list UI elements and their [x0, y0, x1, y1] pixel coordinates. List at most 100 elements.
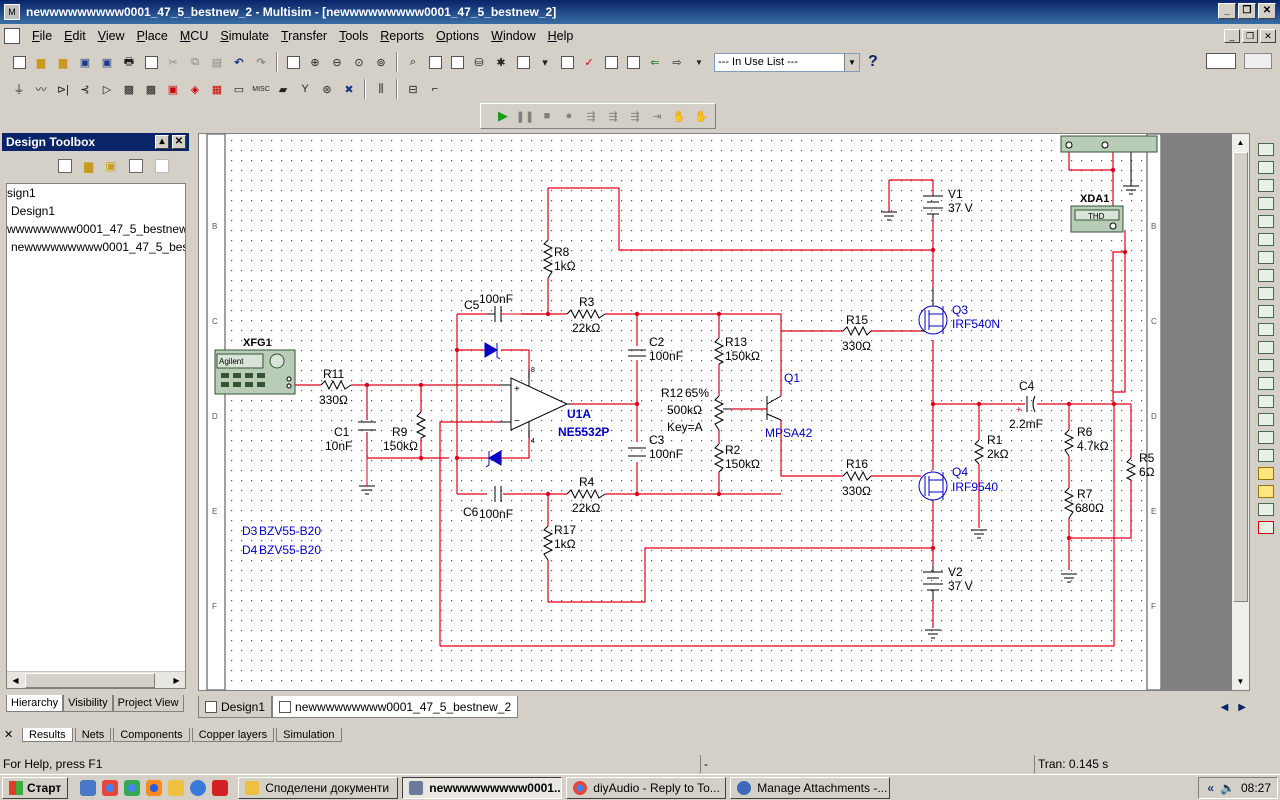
folder-icon[interactable]: [168, 779, 185, 796]
transfer-button[interactable]: ⇐: [645, 52, 665, 72]
close-file-icon[interactable]: [128, 159, 143, 173]
paste-button[interactable]: ▤: [207, 52, 227, 72]
place-rf-button[interactable]: Y: [295, 79, 315, 99]
scroll-right-icon[interactable]: ▶: [173, 676, 180, 685]
place-advanced-peripherals-button[interactable]: ▰: [273, 79, 293, 99]
agilent-multimeter-icon[interactable]: [1258, 413, 1274, 426]
find-button[interactable]: ⌕: [403, 52, 423, 72]
menu-view[interactable]: View: [97, 29, 125, 43]
tab-results[interactable]: Results: [22, 728, 73, 742]
tree-item[interactable]: newwwwwwwww0001_47_5_bestn: [11, 240, 186, 254]
agilent-generator-icon[interactable]: [1258, 395, 1274, 408]
distortion-analyzer-icon[interactable]: [1258, 341, 1274, 354]
mdi-close-button[interactable]: ✕: [1260, 29, 1276, 43]
delete-file-icon[interactable]: [154, 159, 169, 173]
in-use-list-dropdown[interactable]: --- In Use List --- ▼: [714, 52, 860, 72]
zoom-in-button[interactable]: ⊕: [305, 52, 325, 72]
word-generator-icon[interactable]: [1258, 269, 1274, 282]
chevron-down-icon[interactable]: ▼: [844, 53, 859, 71]
step-into-button[interactable]: ⇶: [581, 106, 601, 126]
toolbox-horizontal-scrollbar[interactable]: ◀ ▶: [7, 671, 185, 688]
logic-analyzer-icon[interactable]: [1258, 287, 1274, 300]
tab-current-design[interactable]: newwwwwwwww0001_47_5_bestnew_2: [272, 696, 519, 718]
chrome-icon[interactable]: [102, 779, 119, 796]
forward-annotate-button[interactable]: [623, 52, 643, 72]
place-indicator-button[interactable]: ▦: [207, 79, 227, 99]
place-ttl-button[interactable]: ▩: [119, 79, 139, 99]
toolbox-toggle-button[interactable]: [447, 52, 467, 72]
new-file-icon[interactable]: [58, 159, 72, 173]
mdi-restore-button[interactable]: ❐: [1242, 29, 1258, 43]
toolbox-float-button[interactable]: ▴: [155, 135, 169, 149]
print-button[interactable]: 🖶: [119, 52, 139, 72]
four-channel-oscilloscope-icon[interactable]: [1258, 215, 1274, 228]
distortion-analyzer-xda1[interactable]: THD: [1060, 135, 1158, 233]
open-button[interactable]: ▆: [31, 52, 51, 72]
tab-visibility[interactable]: Visibility: [63, 695, 113, 712]
zener-diodes[interactable]: [484, 342, 502, 468]
task-multisim[interactable]: newwwwwwwww0001...: [402, 776, 563, 799]
show-breadboard-button[interactable]: [1206, 53, 1236, 69]
menu-simulate[interactable]: Simulate: [220, 29, 269, 43]
toggle-breakpoint-button[interactable]: ✋: [669, 106, 689, 126]
document-icon[interactable]: [4, 28, 20, 44]
tab-scroll-left-icon[interactable]: ◀: [1220, 702, 1229, 713]
menu-tools[interactable]: Tools: [339, 29, 369, 43]
bode-plotter-icon[interactable]: [1258, 233, 1274, 246]
tab-simulation[interactable]: Simulation: [276, 728, 342, 742]
zoom-out-button[interactable]: ⊖: [327, 52, 347, 72]
new-file-button[interactable]: [9, 52, 29, 72]
copy-button[interactable]: ⧉: [185, 52, 205, 72]
restore-button[interactable]: ❐: [1238, 3, 1256, 19]
task-shared-documents[interactable]: Споделени документи: [238, 776, 399, 799]
multisim-app-icon[interactable]: M: [4, 4, 20, 20]
open-sample-button[interactable]: ▆: [53, 52, 73, 72]
scroll-up-icon[interactable]: ▲: [1236, 138, 1245, 147]
show-3d-button[interactable]: [1244, 53, 1272, 69]
tab-copper-layers[interactable]: Copper layers: [191, 728, 275, 742]
place-bus-button[interactable]: ⊟: [403, 79, 423, 99]
place-cmos-button[interactable]: ▩: [141, 79, 161, 99]
place-basic-button[interactable]: 〰: [31, 79, 51, 99]
breakpoint-button[interactable]: ●: [559, 106, 579, 126]
run-to-cursor-button[interactable]: ⇥: [647, 106, 667, 126]
full-screen-button[interactable]: [283, 52, 303, 72]
export-dropdown-button[interactable]: ▼: [689, 52, 709, 72]
cut-button[interactable]: ✂: [163, 52, 183, 72]
tab-project-view[interactable]: Project View: [112, 695, 184, 712]
firefox-icon[interactable]: [146, 779, 163, 796]
place-power-button[interactable]: ▭: [229, 79, 249, 99]
pdf-reader-icon[interactable]: [212, 779, 229, 796]
probe-icon[interactable]: [1258, 521, 1274, 534]
tree-item[interactable]: sign1: [7, 186, 36, 200]
place-analog-button[interactable]: ▷: [97, 79, 117, 99]
scroll-down-icon[interactable]: ▼: [1236, 677, 1245, 686]
close-button[interactable]: ✕: [1258, 3, 1276, 19]
tab-hierarchy[interactable]: Hierarchy: [6, 695, 64, 712]
zoom-area-button[interactable]: ⊙: [349, 52, 369, 72]
chrome-icon[interactable]: [124, 779, 141, 796]
place-hierarchical-block-button[interactable]: ⫼: [371, 79, 391, 99]
zoom-fit-button[interactable]: ⊚: [371, 52, 391, 72]
folder-open-icon[interactable]: ▆: [84, 159, 94, 173]
place-junction-button[interactable]: ⌐: [425, 79, 445, 99]
redo-button[interactable]: ↷: [251, 52, 271, 72]
ni-elvis-icon[interactable]: [1258, 485, 1274, 498]
menu-mcu[interactable]: MCU: [179, 29, 209, 43]
pause-simulation-button[interactable]: ❚❚: [515, 106, 535, 126]
spreadsheet-close-icon[interactable]: ✕: [4, 729, 14, 741]
function-generator-icon[interactable]: [1258, 161, 1274, 174]
canvas-vertical-scrollbar[interactable]: ▲ ▼: [1232, 134, 1249, 690]
task-diyaudio[interactable]: diyAudio - Reply to To...: [566, 776, 727, 799]
menu-help[interactable]: Help: [547, 29, 574, 43]
place-diode-button[interactable]: ⊳|: [53, 79, 73, 99]
save-all-button[interactable]: ▣: [97, 52, 117, 72]
menu-transfer[interactable]: Transfer: [281, 29, 328, 43]
place-source-button[interactable]: ⏚: [9, 79, 29, 99]
function-generator-xfg1[interactable]: Agilent: [214, 349, 296, 395]
minimize-button[interactable]: _: [1218, 3, 1236, 19]
menu-window[interactable]: Window: [491, 29, 536, 43]
toolbox-close-button[interactable]: ✕: [172, 135, 186, 149]
clock[interactable]: 08:27: [1240, 781, 1271, 795]
agilent-oscilloscope-icon[interactable]: [1258, 431, 1274, 444]
